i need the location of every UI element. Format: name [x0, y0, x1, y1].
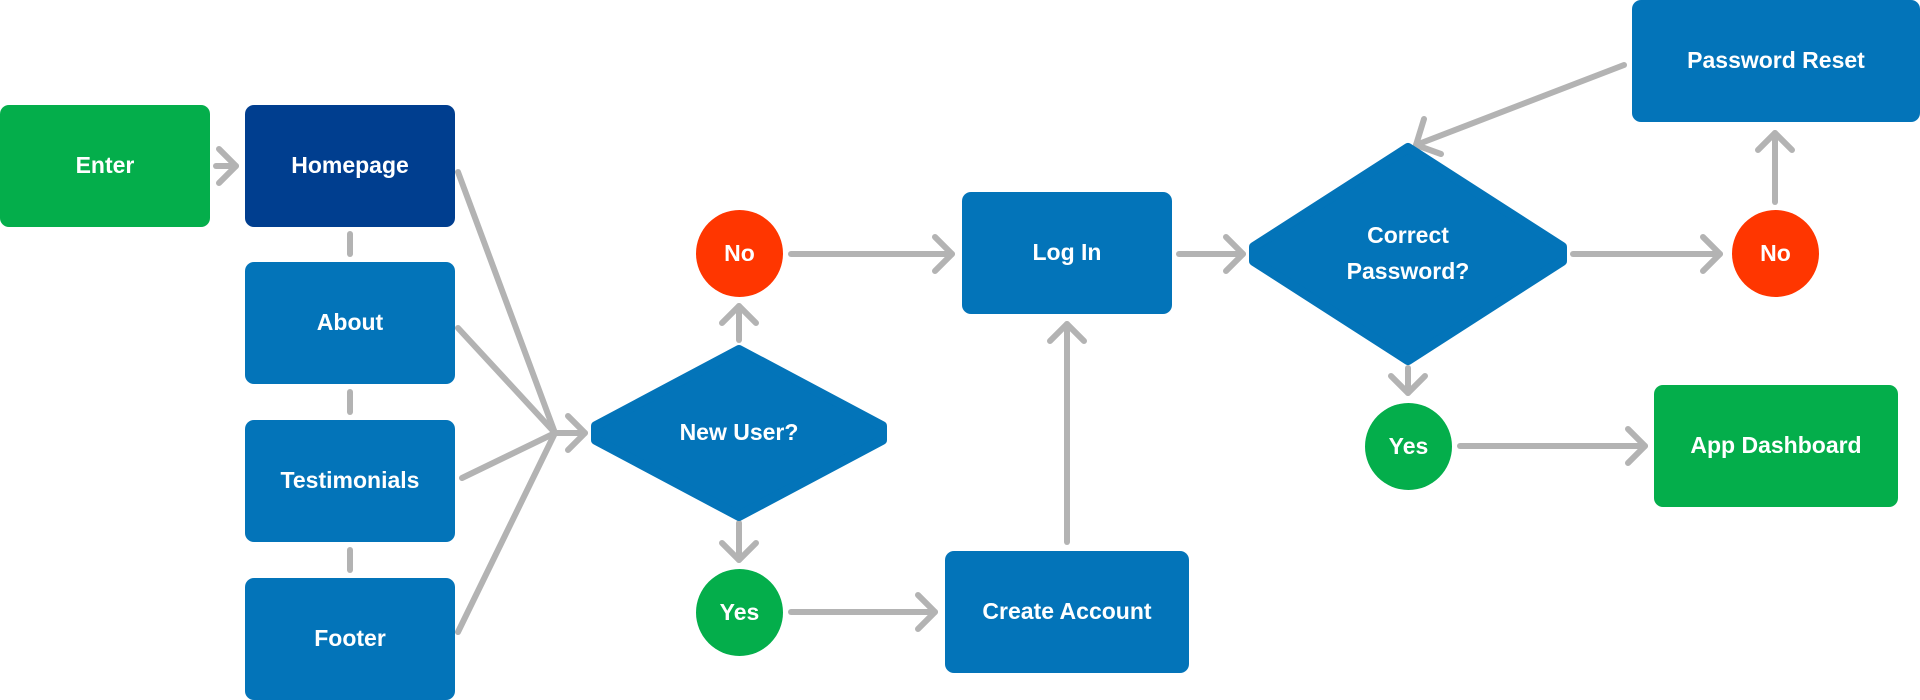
- password-reset-label: Password Reset: [1687, 47, 1865, 74]
- testimonials-node: Testimonials: [245, 420, 455, 542]
- yes-new-user-label: Yes: [719, 598, 760, 625]
- app-dashboard-node: App Dashboard: [1654, 385, 1898, 507]
- correct-password-label-line2: Password?: [1346, 258, 1470, 284]
- yes-new-user-circle: Yes: [696, 569, 783, 656]
- arrow-yes-to-app-dashboard: [1457, 426, 1648, 466]
- create-account-node: Create Account: [945, 551, 1189, 673]
- new-user-diamond: [591, 345, 887, 521]
- password-reset-node: Password Reset: [1632, 0, 1920, 122]
- about-node: About: [245, 262, 455, 384]
- enter-label: Enter: [75, 152, 135, 179]
- arrow-enter-to-homepage: [213, 146, 239, 186]
- new-user-label: New User?: [679, 419, 799, 446]
- correct-password-label-box: Correct Password?: [1288, 214, 1528, 294]
- create-account-label: Create Account: [982, 598, 1152, 625]
- yes-password-label: Yes: [1388, 432, 1429, 459]
- footer-node: Footer: [245, 578, 455, 700]
- arrow-password-reset-to-correct-password: [1413, 62, 1627, 157]
- app-dashboard-label: App Dashboard: [1690, 432, 1862, 459]
- arrow-yes-to-create-account: [788, 592, 938, 632]
- no-new-user-label: No: [724, 239, 755, 266]
- log-in-label: Log In: [1032, 239, 1102, 266]
- fan-in-lines: [455, 169, 588, 635]
- arrow-password-to-yes: [1388, 365, 1428, 396]
- correct-password-label-line1: Correct: [1367, 222, 1449, 249]
- correct-password-diamond: [1249, 143, 1567, 365]
- footer-label: Footer: [314, 625, 386, 652]
- no-password-circle: No: [1732, 210, 1819, 297]
- arrow-newuser-to-yes: [719, 520, 759, 563]
- arrow-login-to-correct-password: [1176, 234, 1246, 274]
- log-in-node: Log In: [962, 192, 1172, 314]
- no-new-user-circle: No: [696, 210, 783, 297]
- enter-node: Enter: [0, 105, 210, 227]
- no-password-label: No: [1760, 239, 1791, 266]
- arrow-no-to-password-reset: [1755, 130, 1795, 205]
- arrow-create-account-to-login: [1047, 321, 1087, 545]
- about-label: About: [316, 309, 384, 336]
- new-user-label-box: New User?: [620, 403, 858, 463]
- homepage-node: Homepage: [245, 105, 455, 227]
- arrow-no-to-login: [788, 234, 955, 274]
- homepage-label: Homepage: [291, 152, 409, 179]
- yes-password-circle: Yes: [1365, 403, 1452, 490]
- testimonials-label: Testimonials: [280, 467, 420, 494]
- arrow-newuser-to-no: [719, 303, 759, 343]
- arrow-password-to-no: [1570, 234, 1723, 274]
